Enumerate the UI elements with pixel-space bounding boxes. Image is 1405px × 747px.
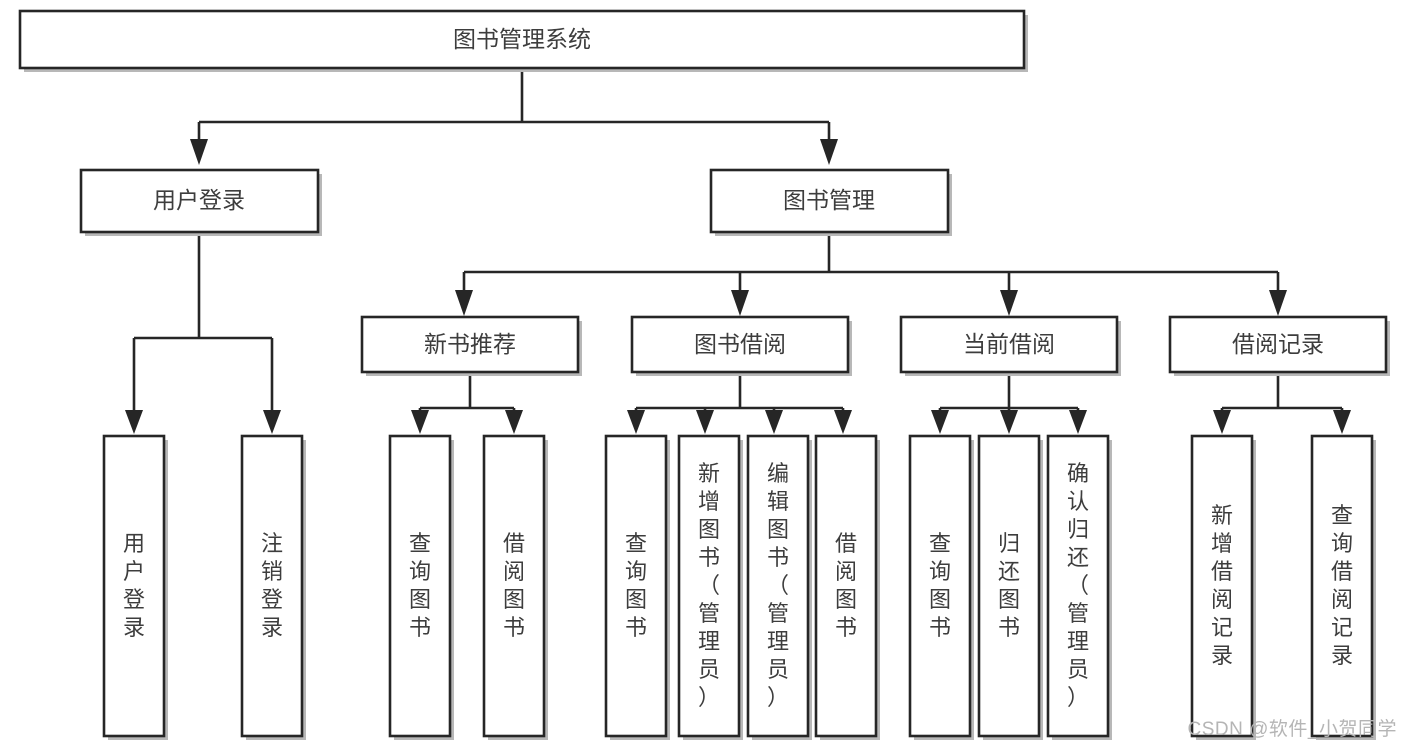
node-leaf-query-book-1-rect xyxy=(388,434,452,738)
node-leaf-borrow-book-2-label: 借阅图书 xyxy=(835,531,857,640)
arrow-leaf-query-record xyxy=(1333,410,1351,434)
node-book-borrow-rect xyxy=(630,315,850,374)
node-leaf-logout-login[interactable]: 注销登录 xyxy=(240,434,306,740)
node-leaf-query-book-1-label: 查询图书 xyxy=(409,531,431,640)
node-leaf-edit-book-label: 编辑图书（管理员） xyxy=(767,461,789,710)
arrow-leaf-user-login xyxy=(125,410,143,434)
node-leaf-query-record[interactable]: 查询借阅记录 xyxy=(1310,434,1376,740)
arrow-leaf-query-book-2 xyxy=(627,410,645,434)
node-book-manage-label: 图书管理 xyxy=(783,187,875,213)
arrow-user-login xyxy=(190,139,208,165)
node-leaf-logout-login-rect xyxy=(240,434,304,738)
node-leaf-borrow-book-2[interactable]: 借阅图书 xyxy=(814,434,880,740)
connector-group xyxy=(125,68,1351,434)
arrow-leaf-add-book xyxy=(696,410,714,434)
node-new-book-rec-rect xyxy=(360,315,580,374)
node-leaf-query-book-2-rect xyxy=(604,434,668,738)
node-leaf-logout-login-label: 注销登录 xyxy=(261,531,283,640)
node-leaf-query-book-3-label: 查询图书 xyxy=(929,531,951,640)
node-borrow-record-label: 借阅记录 xyxy=(1232,331,1324,357)
node-borrow-record-rect xyxy=(1168,315,1388,374)
arrow-current-borrow xyxy=(1000,290,1018,316)
node-leaf-query-book-2[interactable]: 查询图书 xyxy=(604,434,670,740)
node-leaf-confirm-return[interactable]: 确认归还（管理员） xyxy=(1046,434,1112,740)
arrow-leaf-edit-book xyxy=(765,410,783,434)
node-root[interactable]: 图书管理系统 xyxy=(18,9,1028,72)
arrow-borrow-record xyxy=(1269,290,1287,316)
node-leaf-edit-book-rect xyxy=(746,434,810,738)
node-new-book-rec[interactable]: 新书推荐 xyxy=(360,315,582,376)
node-leaf-query-book-1[interactable]: 查询图书 xyxy=(388,434,454,740)
node-leaf-query-book-3-rect xyxy=(908,434,972,738)
node-leaf-add-record-rect xyxy=(1190,434,1254,738)
node-leaf-borrow-book-1-rect xyxy=(482,434,546,738)
node-leaf-query-record-label: 查询借阅记录 xyxy=(1331,503,1353,668)
arrow-leaf-borrow-book-2 xyxy=(834,410,852,434)
node-current-borrow-rect xyxy=(899,315,1119,374)
node-book-borrow[interactable]: 图书借阅 xyxy=(630,315,852,376)
node-leaf-borrow-book-1[interactable]: 借阅图书 xyxy=(482,434,548,740)
leaf-node-group: 用户登录 注销登录 查询图书 借阅图书 查询图书 xyxy=(102,434,1376,740)
arrow-book-borrow xyxy=(731,290,749,316)
node-leaf-query-record-rect xyxy=(1310,434,1374,738)
arrow-leaf-return-book xyxy=(1000,410,1018,434)
node-root-label: 图书管理系统 xyxy=(453,26,591,52)
node-user-login-label: 用户登录 xyxy=(153,187,245,213)
arrow-leaf-borrow-book-1 xyxy=(505,410,523,434)
node-leaf-return-book[interactable]: 归还图书 xyxy=(977,434,1043,740)
node-leaf-add-book-label: 新增图书（管理员） xyxy=(698,461,720,710)
node-leaf-query-book-3[interactable]: 查询图书 xyxy=(908,434,974,740)
node-leaf-user-login[interactable]: 用户登录 xyxy=(102,434,168,740)
node-leaf-return-book-label: 归还图书 xyxy=(998,531,1020,640)
node-leaf-add-book[interactable]: 新增图书（管理员） xyxy=(677,434,743,740)
arrow-leaf-add-record xyxy=(1213,410,1231,434)
node-leaf-user-login-rect xyxy=(102,434,166,738)
node-leaf-return-book-rect xyxy=(977,434,1041,738)
node-leaf-query-book-2-label: 查询图书 xyxy=(625,531,647,640)
node-leaf-user-login-label: 用户登录 xyxy=(123,531,145,640)
node-book-manage[interactable]: 图书管理 xyxy=(709,168,952,236)
arrow-leaf-logout-login xyxy=(263,410,281,434)
node-book-borrow-label: 图书借阅 xyxy=(694,331,786,357)
node-leaf-confirm-return-label: 确认归还（管理员） xyxy=(1067,461,1089,710)
node-current-borrow[interactable]: 当前借阅 xyxy=(899,315,1121,376)
node-leaf-borrow-book-2-rect xyxy=(814,434,878,738)
node-current-borrow-label: 当前借阅 xyxy=(963,331,1055,357)
node-new-book-rec-label: 新书推荐 xyxy=(424,331,516,357)
node-user-login-rect xyxy=(79,168,320,234)
node-leaf-borrow-book-1-label: 借阅图书 xyxy=(503,531,525,640)
arrow-book-manage xyxy=(820,139,838,165)
arrow-leaf-confirm-return xyxy=(1069,410,1087,434)
arrow-leaf-query-book-3 xyxy=(931,410,949,434)
node-borrow-record[interactable]: 借阅记录 xyxy=(1168,315,1390,376)
node-leaf-edit-book[interactable]: 编辑图书（管理员） xyxy=(746,434,812,740)
node-leaf-add-record-label: 新增借阅记录 xyxy=(1211,503,1233,668)
node-leaf-add-record[interactable]: 新增借阅记录 xyxy=(1190,434,1256,740)
node-user-login[interactable]: 用户登录 xyxy=(79,168,322,236)
arrow-new-book-rec xyxy=(455,290,473,316)
node-book-manage-rect xyxy=(709,168,950,234)
node-leaf-confirm-return-rect xyxy=(1046,434,1110,738)
node-root-rect xyxy=(18,9,1026,70)
node-leaf-add-book-rect xyxy=(677,434,741,738)
arrow-leaf-query-book-1 xyxy=(411,410,429,434)
